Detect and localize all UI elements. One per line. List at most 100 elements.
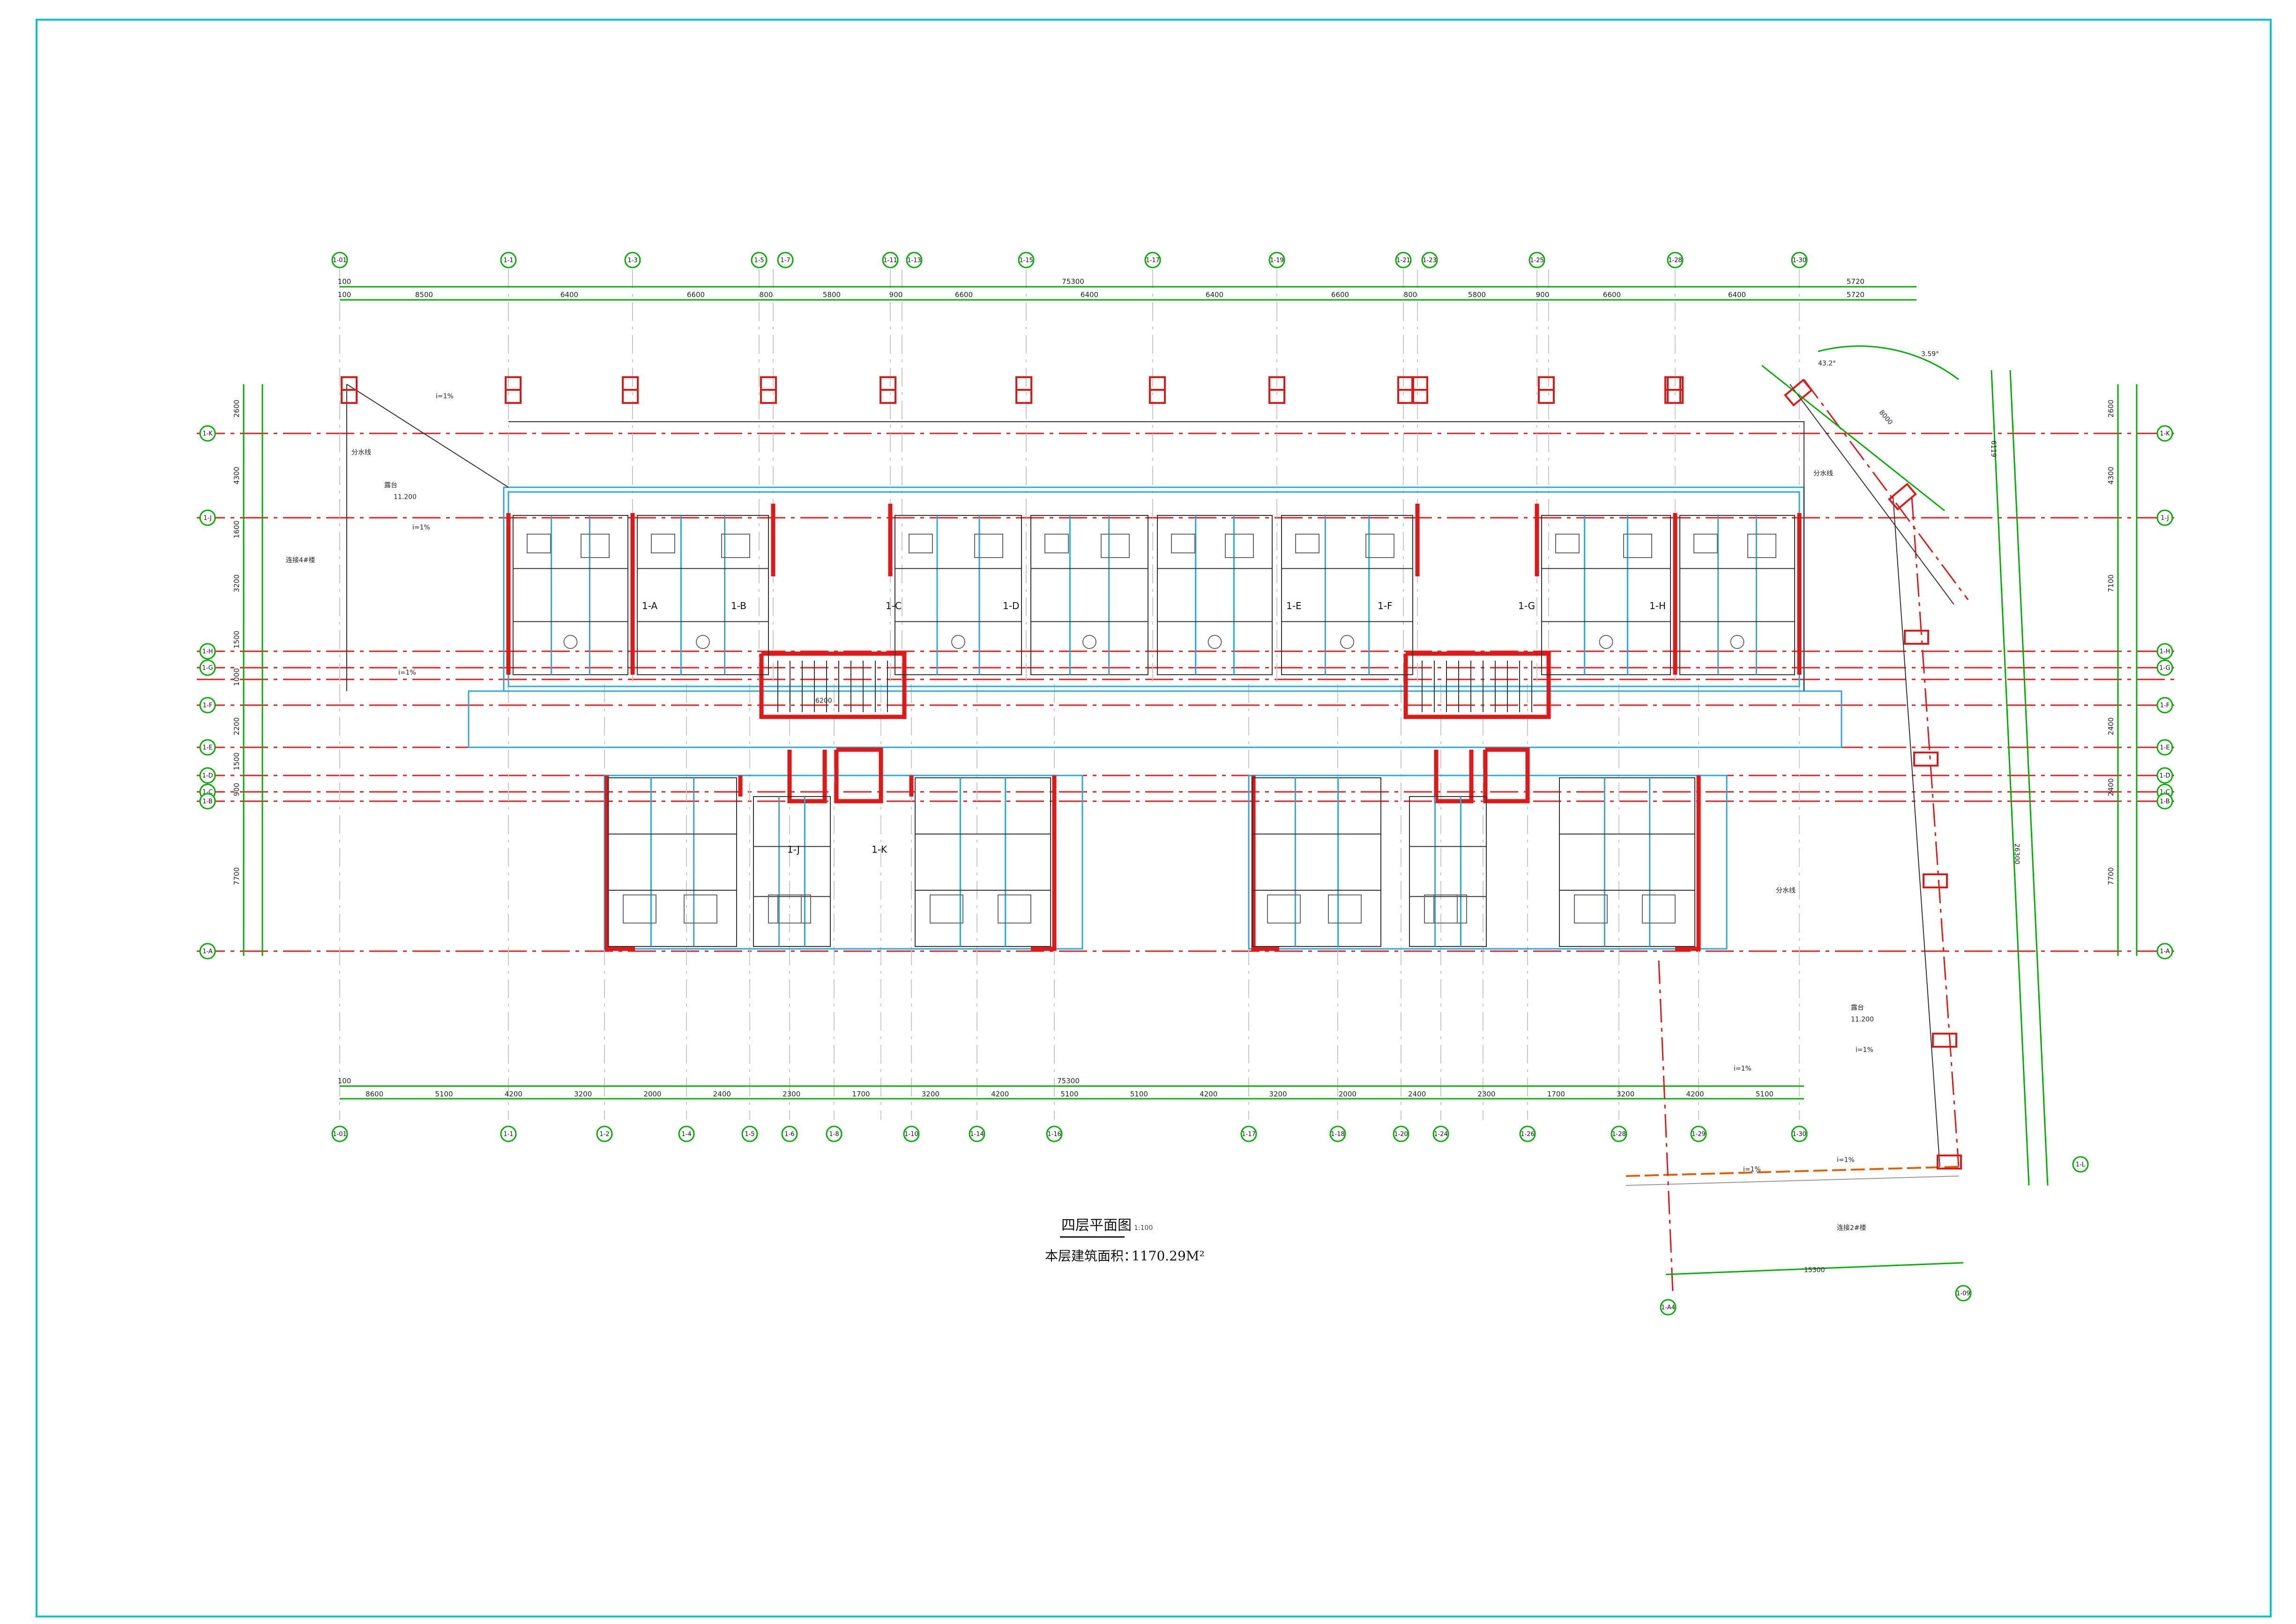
dimension-text: 3200 bbox=[922, 1090, 939, 1098]
dimension-text: 8500 bbox=[415, 291, 433, 299]
svg-text:1-J: 1-J bbox=[203, 515, 212, 522]
axis-bubble: 1-28 bbox=[1667, 252, 1684, 268]
drawing-title-block: 四层平面图 1:100 本层建筑面积： 1170.29M² bbox=[1045, 1217, 1205, 1264]
axis-bubble: 1-23 bbox=[1421, 252, 1438, 268]
svg-text:1-28: 1-28 bbox=[1612, 1131, 1626, 1138]
dimension-text: 5720 bbox=[1847, 291, 1864, 299]
axis-bubble: 1-K bbox=[199, 425, 216, 442]
slope-2: i=1% bbox=[412, 524, 430, 531]
svg-text:1-G: 1-G bbox=[202, 665, 213, 672]
svg-text:1-17: 1-17 bbox=[1242, 1131, 1256, 1138]
axis-bubble: 1-5 bbox=[741, 1125, 758, 1142]
axis-bubble: 1-19 bbox=[1268, 252, 1285, 268]
dimension-text: 6600 bbox=[1603, 291, 1621, 299]
dimension-text: 900 bbox=[232, 783, 241, 797]
axis-bubble: 1-26 bbox=[1519, 1125, 1536, 1142]
dimension-text: 6600 bbox=[1331, 291, 1349, 299]
drawing-scale: 1:100 bbox=[1134, 1224, 1153, 1232]
axis-bubble: 1-28 bbox=[1610, 1125, 1627, 1142]
unit-label: 1-J bbox=[787, 844, 800, 855]
dimension-text: 2600 bbox=[2107, 400, 2115, 417]
axis-bubble: 1-J bbox=[199, 509, 216, 526]
sheet-border bbox=[36, 19, 2272, 1617]
dimension-text: 2600 bbox=[232, 400, 241, 417]
svg-text:1-13: 1-13 bbox=[907, 257, 921, 264]
axis-bubble: 1-10 bbox=[903, 1125, 920, 1142]
connect-left-label: 连接4#楼 bbox=[286, 556, 315, 564]
axis-bubble: 1-17 bbox=[1240, 1125, 1257, 1142]
column-marker bbox=[1913, 752, 1938, 767]
axis-bubble: 1-H bbox=[199, 643, 216, 660]
svg-text:1-17: 1-17 bbox=[1146, 257, 1160, 264]
svg-text:1-19: 1-19 bbox=[1270, 257, 1284, 264]
slope-5: i=1% bbox=[1734, 1065, 1752, 1073]
floor-area-value: 1170.29M² bbox=[1132, 1248, 1205, 1264]
axis-bubble: 1-17 bbox=[1144, 252, 1161, 268]
dimension-text: 1700 bbox=[852, 1090, 870, 1098]
dimension-text: 5800 bbox=[1468, 291, 1486, 299]
slope-1: i=1% bbox=[436, 393, 454, 400]
axis-bubble: 1-01 bbox=[331, 252, 348, 268]
dimension-text: 1600 bbox=[232, 521, 241, 538]
dimension-text: 2400 bbox=[713, 1090, 731, 1098]
slope-3: i=1% bbox=[398, 669, 416, 677]
axis-bubble: 1-A bbox=[2156, 943, 2173, 960]
axis-bubble: 1-14 bbox=[969, 1125, 985, 1142]
svg-text:1-7: 1-7 bbox=[780, 257, 790, 264]
axis-bubble: 1-11 bbox=[882, 252, 899, 268]
slope-4: i=1% bbox=[1856, 1046, 1873, 1054]
axis-bubble: 1-D bbox=[199, 767, 216, 784]
axis-bubble: 1-7 bbox=[777, 252, 794, 268]
svg-text:1-F: 1-F bbox=[203, 702, 212, 709]
axis-bubble: 1-3 bbox=[624, 252, 641, 268]
axis-bubble: 1-F bbox=[2156, 697, 2173, 714]
svg-text:1-6: 1-6 bbox=[784, 1131, 794, 1138]
dimension-text: 2400 bbox=[2107, 717, 2115, 735]
dimension-text: 2000 bbox=[1339, 1090, 1357, 1098]
dimension-text: 75300 bbox=[1062, 277, 1084, 286]
slope-6: i=1% bbox=[1743, 1166, 1761, 1173]
svg-text:1-B: 1-B bbox=[2160, 798, 2169, 805]
axis-bubble: 1-21 bbox=[1395, 252, 1412, 268]
unit-label: 1-K bbox=[872, 844, 887, 855]
dimension-text: 100 bbox=[338, 291, 351, 299]
svg-text:1-B: 1-B bbox=[202, 798, 212, 805]
axis-bubble: 1-18 bbox=[1329, 1125, 1346, 1142]
dimension-text: 4200 bbox=[505, 1090, 522, 1098]
divider-label-right-lower: 分水线 bbox=[1776, 887, 1796, 894]
svg-text:1-D: 1-D bbox=[2160, 773, 2170, 780]
dimension-text: 3200 bbox=[1617, 1090, 1634, 1098]
svg-text:1-25: 1-25 bbox=[1530, 257, 1544, 264]
svg-text:1-21: 1-21 bbox=[1396, 257, 1410, 264]
svg-text:1-H: 1-H bbox=[2160, 648, 2170, 656]
axis-bubble: 1-E bbox=[2156, 739, 2173, 756]
axis-bubble: 1-5 bbox=[751, 252, 768, 268]
dimension-text: 2200 bbox=[232, 717, 241, 735]
column-marker bbox=[1784, 379, 1813, 407]
axis-bubble: 1-J bbox=[2156, 509, 2173, 526]
svg-text:1-23: 1-23 bbox=[1423, 257, 1437, 264]
column-marker bbox=[1904, 630, 1929, 645]
axis-bubble: 1-B bbox=[199, 793, 216, 810]
dimension-text: 1500 bbox=[232, 631, 241, 648]
svg-text:1-4: 1-4 bbox=[681, 1131, 691, 1138]
svg-text:1-01: 1-01 bbox=[333, 257, 347, 264]
axis-bubble: 1-1 bbox=[500, 252, 517, 268]
svg-text:1-5: 1-5 bbox=[754, 257, 764, 264]
dimension-text: 5800 bbox=[823, 291, 841, 299]
axis-bubble: 1-1 bbox=[500, 1125, 517, 1142]
dimension-text: 4200 bbox=[991, 1090, 1009, 1098]
dimension-text: 2400 bbox=[2107, 778, 2115, 796]
axis-bubble: 1-B bbox=[2156, 793, 2173, 810]
terrace-elev-left: 11.200 bbox=[394, 493, 417, 501]
dimension-text: 3200 bbox=[232, 574, 241, 592]
right-axis-bubbles: 1-K1-J1-H1-G1-F1-E1-D1-C1-B1-A bbox=[2156, 425, 2173, 960]
dimension-text: 800 bbox=[1404, 291, 1417, 299]
svg-text:1-K: 1-K bbox=[202, 431, 213, 438]
floor-area-label: 本层建筑面积： bbox=[1045, 1248, 1137, 1264]
unit-label: 1-C bbox=[886, 600, 902, 611]
svg-text:1-J: 1-J bbox=[2161, 515, 2169, 522]
svg-text:1-30: 1-30 bbox=[1792, 1131, 1806, 1138]
dim-26300: 26300 bbox=[2013, 843, 2020, 864]
